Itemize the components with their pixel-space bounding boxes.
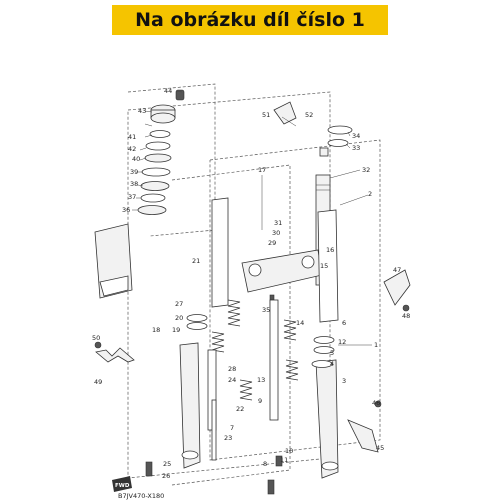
springs — [211, 299, 299, 401]
outer-tubes — [179, 342, 339, 479]
diagram-code: B7JV470-X180 — [118, 492, 164, 500]
callout-14: 14 — [296, 319, 304, 327]
frame-headset — [127, 83, 216, 237]
callout-3: 3 — [342, 377, 346, 385]
callout-49: 49 — [94, 378, 102, 386]
callout-41: 41 — [128, 133, 136, 141]
callout-27: 27 — [175, 300, 183, 308]
callout-44: 44 — [164, 87, 172, 95]
callout-25: 25 — [163, 460, 171, 468]
callout-42: 42 — [128, 145, 136, 153]
callout-52: 52 — [305, 111, 313, 119]
callout-19: 19 — [172, 326, 180, 334]
callout-46: 46 — [372, 399, 380, 407]
callout-40: 40 — [132, 155, 140, 163]
callout-13: 13 — [257, 376, 265, 384]
callout-21: 21 — [192, 257, 200, 265]
fwd-badge: FWD — [112, 476, 132, 492]
callout-50: 50 — [92, 334, 100, 342]
callout-15: 15 — [320, 262, 328, 270]
seals — [186, 314, 335, 368]
callout-18: 18 — [152, 326, 160, 334]
damper-rods — [207, 299, 279, 461]
frame-outer — [127, 91, 331, 479]
callout-2: 2 — [368, 190, 372, 198]
callout-31: 31 — [274, 219, 282, 227]
callout-29: 29 — [268, 239, 276, 247]
callout-1: 1 — [374, 341, 378, 349]
callout-38: 38 — [130, 180, 138, 188]
callout-6: 6 — [342, 319, 346, 327]
exploded-parts-diagram: FWD 1 2 3 4 5 6 7 8 9 10 11 12 13 14 — [92, 83, 411, 500]
callout-30: 30 — [272, 229, 280, 237]
callout-37: 37 — [128, 193, 136, 201]
callout-33: 33 — [352, 144, 360, 152]
callout-7: 7 — [230, 424, 234, 432]
headset-stack — [137, 89, 185, 215]
callout-labels: 1 2 3 4 5 6 7 8 9 10 11 12 13 14 15 16 1… — [92, 87, 410, 480]
lower-bracket — [241, 249, 323, 308]
callout-28: 28 — [228, 365, 236, 373]
guard-part — [94, 223, 133, 299]
callout-17: 17 — [258, 166, 266, 174]
callout-11: 11 — [280, 456, 288, 464]
callout-47: 47 — [393, 266, 401, 274]
callout-8: 8 — [263, 460, 267, 468]
callout-51: 51 — [262, 111, 270, 119]
callout-34: 34 — [352, 132, 360, 140]
callout-24: 24 — [228, 376, 236, 384]
frame-left-fork — [171, 164, 291, 486]
side-brackets — [94, 101, 411, 453]
leader-lines — [132, 90, 372, 346]
callout-12: 12 — [338, 338, 346, 346]
callout-9: 9 — [258, 397, 262, 405]
callout-23: 23 — [224, 434, 232, 442]
callout-48: 48 — [402, 312, 410, 320]
callout-4: 4 — [330, 360, 334, 368]
callout-22: 22 — [236, 405, 244, 413]
callout-35: 35 — [262, 306, 270, 314]
callout-16: 16 — [326, 246, 334, 254]
inner-tubes — [211, 197, 339, 323]
callout-32: 32 — [362, 166, 370, 174]
callout-45: 45 — [376, 444, 384, 452]
fwd-badge-label: FWD — [115, 483, 130, 489]
banner: Na obrázku díl číslo 1 — [112, 5, 388, 35]
callout-26: 26 — [162, 472, 170, 480]
callout-5: 5 — [330, 349, 334, 357]
callout-10: 10 — [285, 447, 293, 455]
callout-36: 36 — [122, 206, 130, 214]
callout-43: 43 — [138, 107, 146, 115]
banner-title: Na obrázku díl číslo 1 — [135, 9, 365, 31]
bolts — [145, 455, 283, 495]
callout-39: 39 — [130, 168, 138, 176]
callout-20: 20 — [175, 314, 183, 322]
